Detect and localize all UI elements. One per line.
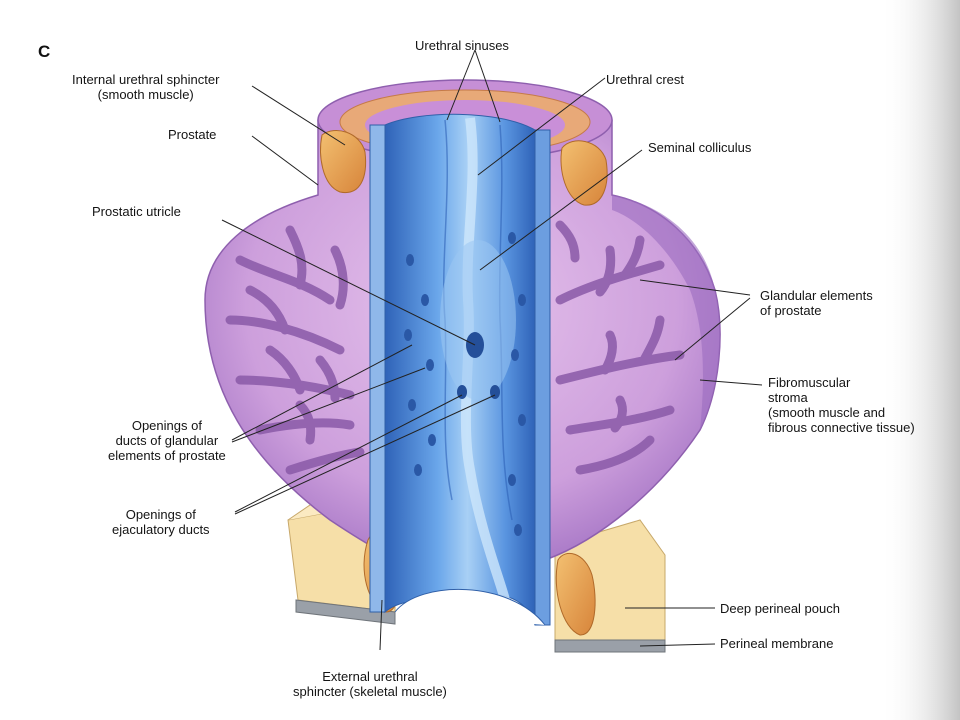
label-urethral-sinuses: Urethral sinuses [415, 38, 509, 53]
label-internal-urethral-sphincter: Internal urethral sphincter (smooth musc… [72, 72, 220, 102]
label-glandular-elements: Glandular elements of prostate [760, 288, 873, 318]
internal-sphincter-right [560, 140, 608, 206]
label-urethral-crest: Urethral crest [606, 72, 685, 87]
ejaculatory-duct-opening-left [457, 385, 467, 399]
leader-lines [221, 49, 763, 651]
ejaculatory-duct-opening-right [490, 385, 500, 399]
glandular-duct-openings [404, 232, 526, 536]
urethra-left-wall [369, 124, 386, 613]
label-prostatic-utricle: Prostatic utricle [92, 204, 181, 219]
external-sphincter-right [555, 552, 596, 636]
urethra-right-wall [534, 129, 551, 626]
label-seminal-colliculus: Seminal colliculus [648, 140, 752, 155]
label-external-urethral-sphincter: External urethral sphincter (skeletal mu… [293, 669, 447, 699]
label-deep-perineal-pouch: Deep perineal pouch [720, 601, 840, 616]
internal-sphincter-left [320, 130, 367, 194]
page-edge-shadow [880, 0, 960, 720]
seminal-colliculus [440, 240, 516, 400]
label-prostate: Prostate [168, 127, 217, 142]
urethra-bottom-cut [394, 589, 546, 626]
label-openings-ejaculatory-ducts: Openings of ejaculatory ducts [112, 507, 210, 537]
label-fibromuscular-stroma: Fibromuscular stroma (smooth muscle and … [768, 375, 915, 435]
glandular-elements-right [555, 220, 685, 475]
label-perineal-membrane: Perineal membrane [720, 636, 834, 651]
panel-letter: C [38, 42, 51, 61]
perineal-membrane-right [554, 639, 666, 653]
perineal-membrane [295, 599, 396, 625]
label-openings-glandular-ducts: Openings of ducts of glandular elements … [108, 418, 226, 463]
